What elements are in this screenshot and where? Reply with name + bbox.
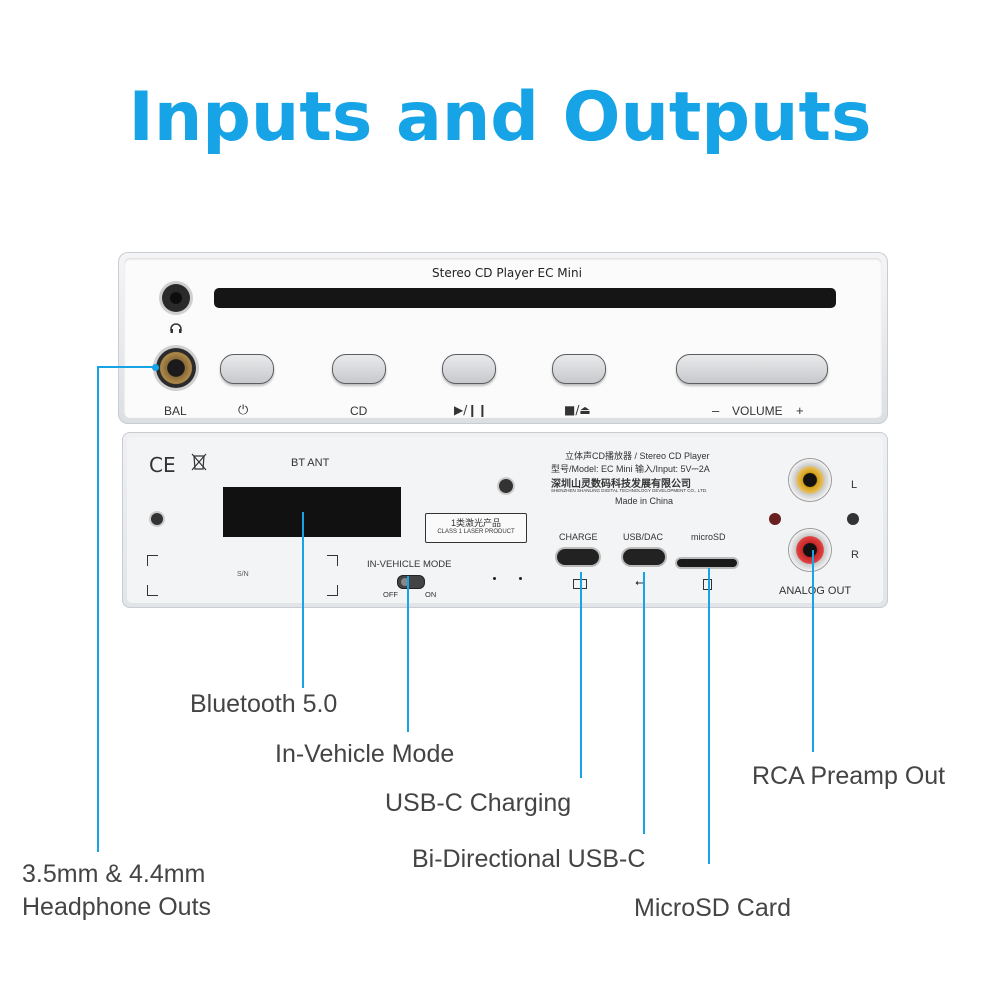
stop-eject-icon: ■/⏏ xyxy=(564,403,591,417)
switch-off-label: OFF xyxy=(383,590,398,599)
bidirectional-callout-line xyxy=(643,572,645,834)
corner-mark xyxy=(327,585,338,596)
cd-label: CD xyxy=(350,404,368,418)
bal-label: BAL xyxy=(164,404,187,418)
switch-on-label: ON xyxy=(425,590,437,599)
headphone-jack-3-5mm xyxy=(162,284,190,312)
power-button[interactable] xyxy=(220,354,274,384)
made-in-label: Made in China xyxy=(615,496,674,506)
corner-mark xyxy=(147,555,158,566)
analog-out-label: ANALOG OUT xyxy=(779,585,852,597)
play-pause-icon: ▶/❙❙ xyxy=(454,403,488,417)
mount-screw-left xyxy=(151,513,163,525)
front-panel: Stereo CD Player EC Mini BAL ⏻ CD ▶/❙❙ ■… xyxy=(118,252,888,424)
headphone-jack-4-4mm xyxy=(156,348,196,388)
corner-mark xyxy=(147,585,158,596)
back-panel: CE BT ANT S/N IN-VEHICLE MODE OFF ON 1类激… xyxy=(122,432,888,608)
in-vehicle-mode-switch[interactable] xyxy=(397,575,425,589)
in-vehicle-callout-line xyxy=(407,576,409,732)
indicator-hole xyxy=(493,577,496,580)
info-line-4: SHENZHEN SHANLING DIGITAL TECHNOLOGY DEV… xyxy=(551,488,708,493)
headphone-callout-line-h xyxy=(97,366,155,368)
charge-label: CHARGE xyxy=(559,532,598,542)
laser-label-cn: 1类激光产品 xyxy=(450,518,501,528)
info-line-1: 立体声CD播放器 / Stereo CD Player xyxy=(565,451,710,461)
rca-right-jack xyxy=(789,529,831,571)
callout-usbc-charging: USB-C Charging xyxy=(385,789,572,817)
microsd-callout-line xyxy=(708,568,710,864)
bluetooth-callout-line xyxy=(302,512,304,688)
weee-bin-icon xyxy=(191,453,207,471)
rca-screw-right xyxy=(847,513,859,525)
callout-rca: RCA Preamp Out xyxy=(752,762,946,790)
bt-ant-label: BT ANT xyxy=(291,457,330,469)
in-vehicle-mode-label: IN-VEHICLE MODE xyxy=(367,559,452,570)
volume-plus-label: + xyxy=(796,403,804,418)
info-line-3: 深圳山灵数码科技发展有限公司 xyxy=(551,479,691,490)
headphone-callout-line xyxy=(97,366,99,852)
page-title: Inputs and Outputs xyxy=(128,78,872,157)
usbc-charging-callout-line xyxy=(580,572,582,778)
stop-eject-button[interactable] xyxy=(552,354,606,384)
channel-r-label: R xyxy=(851,549,859,561)
info-line-2: 型号/Model: EC Mini 输入/Input: 5V⎓2A xyxy=(551,464,710,474)
play-pause-button[interactable] xyxy=(442,354,496,384)
model-label: Stereo CD Player EC Mini xyxy=(432,266,582,280)
rca-callout-line xyxy=(812,550,814,752)
corner-mark xyxy=(327,555,338,566)
microsd-slot[interactable] xyxy=(677,559,737,567)
bt-antenna-screw xyxy=(499,479,513,493)
callout-headphone-line1: 3.5mm & 4.4mm xyxy=(22,860,206,888)
headphones-icon xyxy=(170,320,182,333)
headphone-callout-dot xyxy=(152,364,159,371)
ce-mark: CE xyxy=(149,453,176,477)
callout-in-vehicle: In-Vehicle Mode xyxy=(275,740,455,768)
microsd-label: microSD xyxy=(691,532,726,542)
callout-headphone-line2: Headphone Outs xyxy=(22,893,212,921)
volume-label: VOLUME xyxy=(732,404,783,418)
usb-c-dac-port[interactable] xyxy=(623,549,665,565)
callout-bluetooth: Bluetooth 5.0 xyxy=(190,690,338,718)
volume-rocker[interactable] xyxy=(676,354,828,384)
laser-label: 1类激光产品 CLASS 1 LASER PRODUCT xyxy=(425,513,527,543)
rca-left-jack xyxy=(789,459,831,501)
sd-card-icon xyxy=(703,579,712,590)
usbdac-label: USB/DAC xyxy=(623,532,664,542)
usb-c-charge-port[interactable] xyxy=(557,549,599,565)
callout-bidirectional: Bi-Directional USB-C xyxy=(412,845,646,873)
indicator-hole xyxy=(519,577,522,580)
callout-microsd: MicroSD Card xyxy=(634,894,791,922)
cd-button[interactable] xyxy=(332,354,386,384)
power-icon: ⏻ xyxy=(238,403,249,418)
serial-sticker xyxy=(223,487,401,537)
usb-icon: ⭠ xyxy=(635,575,645,589)
sn-label: S/N xyxy=(237,571,249,578)
channel-l-label: L xyxy=(851,479,858,491)
volume-minus-label: – xyxy=(712,403,720,418)
cd-slot xyxy=(214,288,836,308)
laser-label-en: CLASS 1 LASER PRODUCT xyxy=(437,529,515,535)
rca-screw-left xyxy=(769,513,781,525)
